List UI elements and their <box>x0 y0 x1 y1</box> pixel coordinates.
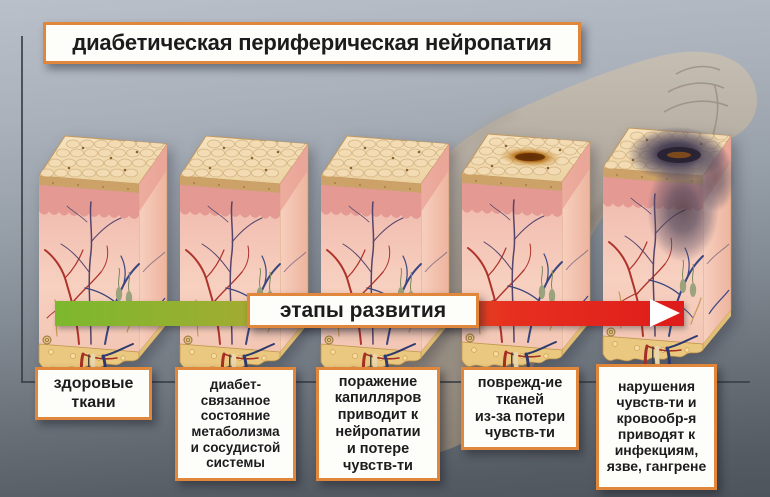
tissue-block-stage-5 <box>597 114 735 379</box>
tissue-block-stage-4 <box>456 120 596 385</box>
toe-wrinkles <box>663 65 729 139</box>
stage-label-text: поврежд-ие тканей из-за потери чувств-ти <box>474 374 566 442</box>
tissue-block-stage-1 <box>33 122 173 387</box>
stage-label-box-tissue-damage: поврежд-ие тканей из-за потери чувств-ти <box>461 367 579 450</box>
stage-label-text: поражение капилляров приводит к нейропат… <box>334 373 422 474</box>
stages-arrow-label-text: этапы развития <box>279 298 447 322</box>
stage-label-text: диабет- связанное состояние метаболизма … <box>190 377 281 471</box>
page-title: диабетическая периферическая нейропатия <box>72 30 552 55</box>
stage-label-box-gangrene: нарушения чувств-ти и кровообр-я приводя… <box>596 364 717 490</box>
stage-label-text: здоровые ткани <box>53 374 134 411</box>
stage-label-box-capillary: поражение капилляров приводит к нейропат… <box>316 367 440 481</box>
tissue-block-stage-2 <box>174 122 314 387</box>
stages-arrow-label: этапы развития <box>247 293 479 328</box>
stage-label-text: нарушения чувств-ти и кровообр-я приводя… <box>606 378 707 474</box>
timeline-vertical-line <box>21 36 23 382</box>
tissue-block-stage-3 <box>315 122 455 387</box>
title-box: диабетическая периферическая нейропатия <box>43 22 581 64</box>
arrow-head-icon <box>650 299 680 327</box>
bruise-spot <box>499 146 561 168</box>
gangrene-spot <box>627 127 735 262</box>
stage-label-box-healthy: здоровые ткани <box>35 367 152 420</box>
stage-label-box-metabolic: диабет- связанное состояние метаболизма … <box>175 367 296 481</box>
